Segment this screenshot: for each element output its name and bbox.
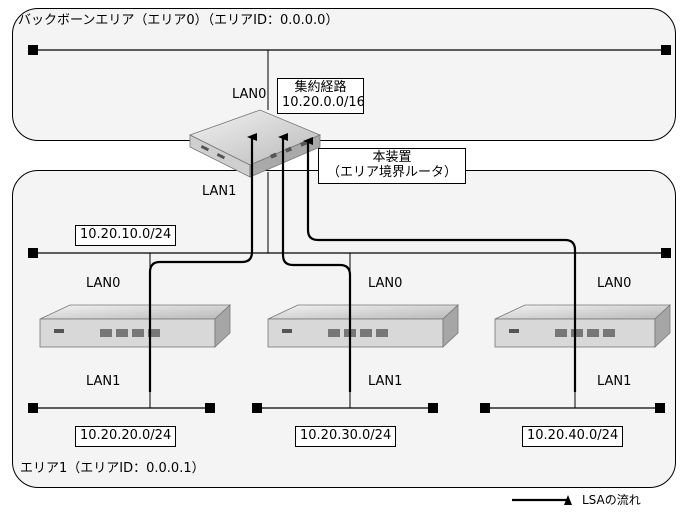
router-2-network-box: 10.20.30.0/24 xyxy=(295,426,397,447)
summary-route-prefix: 10.20.0.0/16 xyxy=(282,94,365,110)
lsa-flow-router-1 xyxy=(148,133,257,392)
summary-route-title: 集約経路 xyxy=(294,80,347,95)
area1-title: エリア1（エリアID：0.0.0.1） xyxy=(20,461,205,476)
router-1-network-box: 10.20.20.0/24 xyxy=(75,426,177,447)
router-2-device xyxy=(267,304,460,348)
lsa-flow-router-3 xyxy=(303,137,577,392)
main-device-lan1-label: LAN1 xyxy=(202,184,237,199)
backbone-area-title: バックボーンエリア（エリア0）（エリアID：0.0.0.0） xyxy=(18,13,339,28)
router-1-lan0-label: LAN0 xyxy=(86,276,121,291)
router-1-lan1-label: LAN1 xyxy=(86,374,121,389)
segment-end-right xyxy=(661,248,671,258)
segment-end-left xyxy=(28,248,38,258)
main-device-name: 本装置 xyxy=(372,150,412,165)
main-device xyxy=(188,109,322,178)
router-3-network-box: 10.20.40.0/24 xyxy=(522,426,624,447)
main-device-role: （エリア境界ルータ） xyxy=(326,164,457,180)
router-3-lan1-label: LAN1 xyxy=(597,374,632,389)
router-1-device xyxy=(39,304,232,348)
summary-route-box: 集約経路 10.20.0.0/16 xyxy=(277,78,365,114)
backbone-lan0-label: LAN0 xyxy=(232,87,267,102)
segment-end-right xyxy=(661,45,671,55)
backbone-area xyxy=(12,8,676,141)
segment-end-left xyxy=(28,45,38,55)
lsa-flow-router-2 xyxy=(278,133,352,392)
router-2-lan1-label: LAN1 xyxy=(368,374,403,389)
router-3-lan0-label: LAN0 xyxy=(597,276,632,291)
area1-network-box: 10.20.10.0/24 xyxy=(75,225,177,246)
legend-label: LSAの流れ xyxy=(582,493,641,507)
main-device-label: 本装置 （エリア境界ルータ） xyxy=(318,148,466,184)
router-2-lan0-label: LAN0 xyxy=(368,276,403,291)
router-3-device xyxy=(494,304,672,348)
